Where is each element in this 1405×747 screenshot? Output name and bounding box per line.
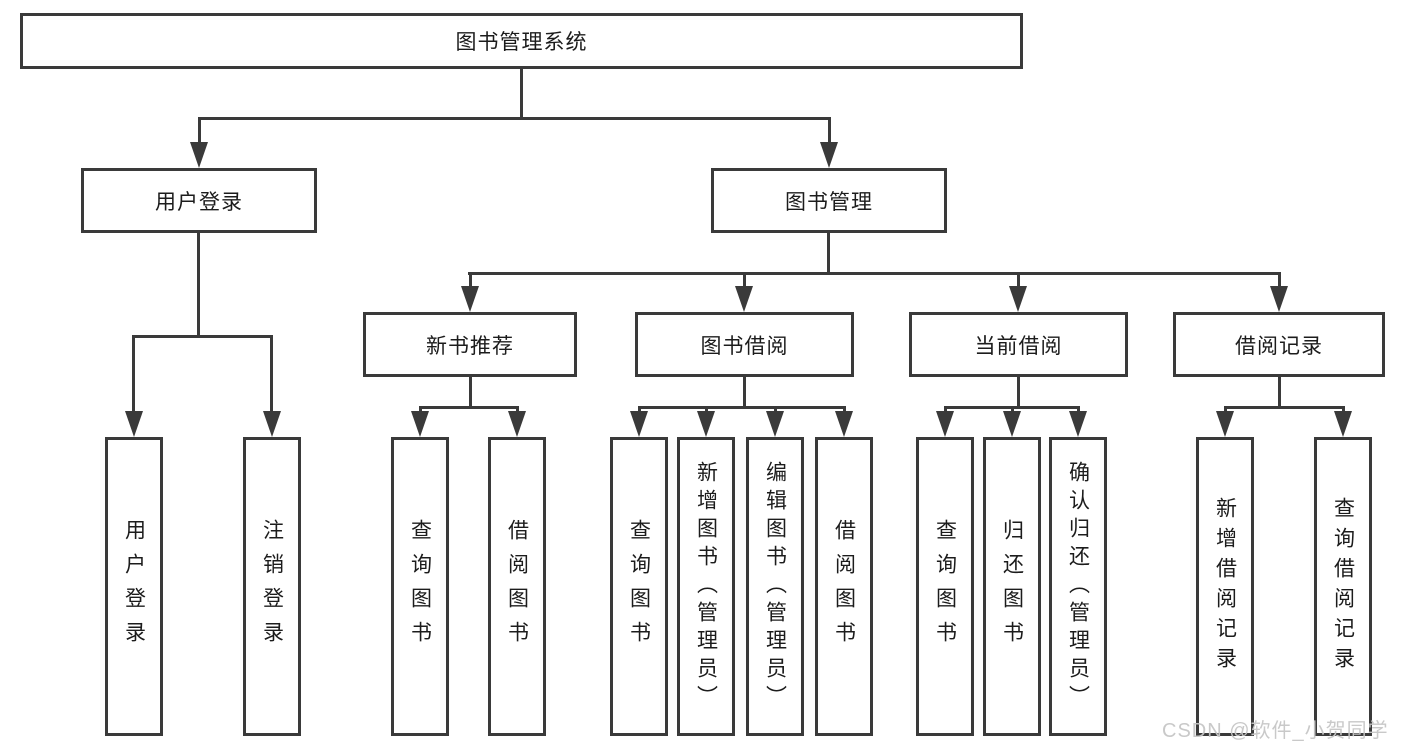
node-library-system: 图书管理系统 — [20, 13, 1023, 69]
connector-stem — [638, 406, 641, 414]
connector-stem — [944, 406, 947, 414]
leaf-return-books-label: 归还图书 — [1000, 518, 1024, 655]
connector-book-management-drop — [827, 233, 830, 275]
node-current-borrowing-label: 当前借阅 — [974, 334, 1063, 358]
connector-stem-user-login — [198, 117, 201, 145]
arrowhead-leaf — [936, 411, 954, 437]
node-new-book-recommendation-label: 新书推荐 — [426, 334, 514, 358]
arrowhead-leaf — [411, 411, 429, 437]
arrowhead-leaf-user-login — [125, 411, 143, 437]
connector-stem — [1077, 406, 1080, 414]
node-new-book-recommendation: 新书推荐 — [363, 312, 577, 377]
arrowhead-leaf — [697, 411, 715, 437]
leaf-confirm-return-admin-label: 确认归还（管理员） — [1066, 460, 1090, 713]
leaf-query-books-current: 查询图书 — [916, 437, 974, 736]
connector-current-borrowing-drop — [1017, 377, 1020, 409]
connector-user-login-split — [132, 335, 273, 338]
node-borrowing-records: 借阅记录 — [1173, 312, 1385, 377]
leaf-query-books-current-label: 查询图书 — [933, 518, 957, 655]
leaf-add-books-admin-label: 新增图书（管理员） — [694, 460, 718, 713]
node-current-borrowing: 当前借阅 — [909, 312, 1128, 377]
watermark: CSDN @软件_小贺同学 — [1162, 720, 1389, 742]
leaf-borrow-books-recommend: 借阅图书 — [488, 437, 546, 736]
connector-stem-leaf-user-login — [132, 335, 135, 413]
leaf-query-books-borrowing: 查询图书 — [610, 437, 668, 736]
arrowhead-current-borrowing — [1009, 286, 1027, 312]
connector-stem — [1224, 406, 1227, 414]
node-borrowing-records-label: 借阅记录 — [1235, 334, 1323, 358]
arrowhead-leaf — [1069, 411, 1087, 437]
arrowhead-leaf — [1003, 411, 1021, 437]
connector-level2-split — [468, 272, 1281, 275]
arrowhead-book-borrowing — [735, 286, 753, 312]
arrowhead-leaf — [1334, 411, 1352, 437]
leaf-confirm-return-admin: 确认归还（管理员） — [1049, 437, 1107, 736]
arrowhead-book-management — [820, 142, 838, 168]
leaf-query-books-recommend-label: 查询图书 — [408, 518, 432, 655]
node-book-management: 图书管理 — [711, 168, 947, 233]
leaf-edit-books-admin: 编辑图书（管理员） — [746, 437, 804, 736]
connector-borrow-records-split — [1224, 406, 1345, 409]
arrowhead-leaf — [630, 411, 648, 437]
leaf-query-books-recommend: 查询图书 — [391, 437, 449, 736]
arrowhead-leaf — [508, 411, 526, 437]
arrowhead-leaf — [766, 411, 784, 437]
connector-stem — [843, 406, 846, 414]
leaf-logout-login: 注销登录 — [243, 437, 301, 736]
connector-level1-split — [198, 117, 831, 120]
leaf-add-borrow-record-label: 新增借阅记录 — [1213, 496, 1237, 677]
connector-stem-leaf-logout — [270, 335, 273, 413]
leaf-borrow-books-borrowing-label: 借阅图书 — [832, 518, 856, 655]
connector-book-borrowing-drop — [743, 377, 746, 409]
connector-stem-book-management — [828, 117, 831, 145]
node-user-login: 用户登录 — [81, 168, 317, 233]
leaf-add-borrow-record: 新增借阅记录 — [1196, 437, 1254, 736]
arrowhead-new-book — [461, 286, 479, 312]
connector-stem-current-borrowing — [1017, 272, 1020, 288]
leaf-return-books: 归还图书 — [983, 437, 1041, 736]
connector-stem-new-book — [469, 272, 472, 288]
leaf-user-login: 用户登录 — [105, 437, 163, 736]
connector-new-book-split — [419, 406, 519, 409]
connector-stem — [1342, 406, 1345, 414]
arrowhead-leaf-logout — [263, 411, 281, 437]
node-book-management-label: 图书管理 — [785, 190, 873, 214]
leaf-query-borrow-record: 查询借阅记录 — [1314, 437, 1372, 736]
arrowhead-borrow-records — [1270, 286, 1288, 312]
connector-stem — [1011, 406, 1014, 414]
arrowhead-leaf — [835, 411, 853, 437]
connector-stem — [419, 406, 422, 414]
connector-root-drop — [520, 69, 523, 120]
connector-book-borrowing-split — [638, 406, 846, 409]
connector-user-login-drop — [197, 233, 200, 335]
leaf-query-books-borrowing-label: 查询图书 — [627, 518, 651, 655]
leaf-logout-login-label: 注销登录 — [260, 518, 284, 655]
connector-borrow-records-drop — [1278, 377, 1281, 409]
leaf-add-books-admin: 新增图书（管理员） — [677, 437, 735, 736]
connector-stem-book-borrowing — [743, 272, 746, 288]
connector-stem — [774, 406, 777, 414]
node-book-borrowing: 图书借阅 — [635, 312, 854, 377]
node-user-login-label: 用户登录 — [155, 190, 243, 214]
connector-stem-borrow-records — [1278, 272, 1281, 288]
leaf-edit-books-admin-label: 编辑图书（管理员） — [763, 460, 787, 713]
leaf-borrow-books-borrowing: 借阅图书 — [815, 437, 873, 736]
connector-new-book-drop — [469, 377, 472, 409]
arrowhead-leaf — [1216, 411, 1234, 437]
connector-stem — [705, 406, 708, 414]
node-library-system-label: 图书管理系统 — [455, 31, 588, 54]
leaf-borrow-books-recommend-label: 借阅图书 — [505, 518, 529, 655]
leaf-query-borrow-record-label: 查询借阅记录 — [1331, 496, 1355, 677]
connector-stem — [516, 406, 519, 414]
node-book-borrowing-label: 图书借阅 — [700, 334, 789, 358]
leaf-user-login-label: 用户登录 — [122, 518, 146, 655]
arrowhead-user-login — [190, 142, 208, 168]
